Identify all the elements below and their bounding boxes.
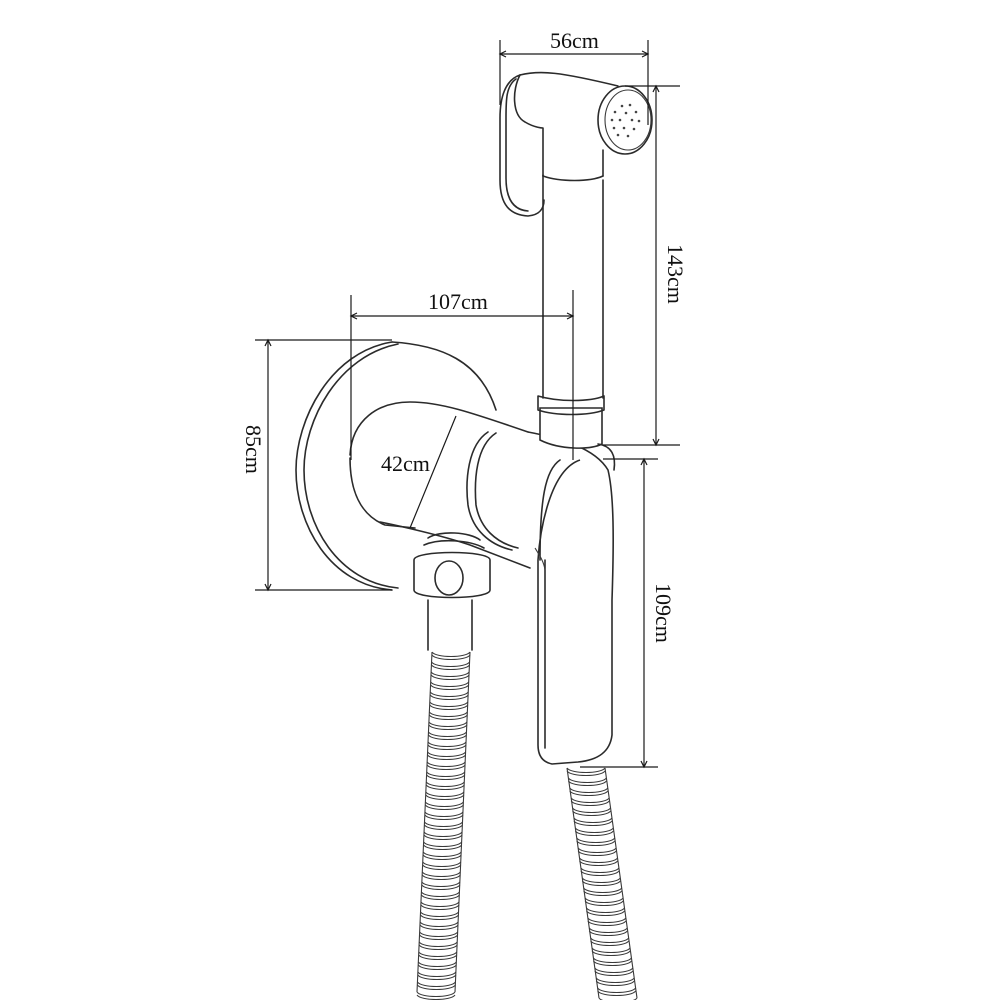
hose-connector [413,532,491,651]
spray-nozzle-holes-icon [610,103,641,138]
valve-body [349,401,531,569]
label-sprayer-width: 56cm [550,28,599,53]
sprayer-head [499,71,653,217]
sprayer-handle [542,174,604,399]
flexible-hose-left [416,651,471,1000]
flexible-hose-right [566,767,638,1000]
wall-plate [295,341,497,591]
dimension-lever-height [580,457,658,769]
label-lever-height: 109cm [651,583,676,643]
lever-handle [527,431,614,765]
dimension-valve-diameter [409,415,457,529]
label-wall-plate-diameter: 85cm [241,425,266,474]
label-sprayer-height: 143cm [663,244,688,304]
dimension-sprayer-height [603,84,680,447]
dimension-sprayer-width [498,40,650,125]
dimension-wall-plate-diameter [255,338,392,592]
sprayer-holder-collar [537,395,616,471]
label-valve-diameter: 42cm [381,451,430,476]
dimension-valve-depth [349,290,575,460]
label-valve-depth: 107cm [428,289,488,314]
